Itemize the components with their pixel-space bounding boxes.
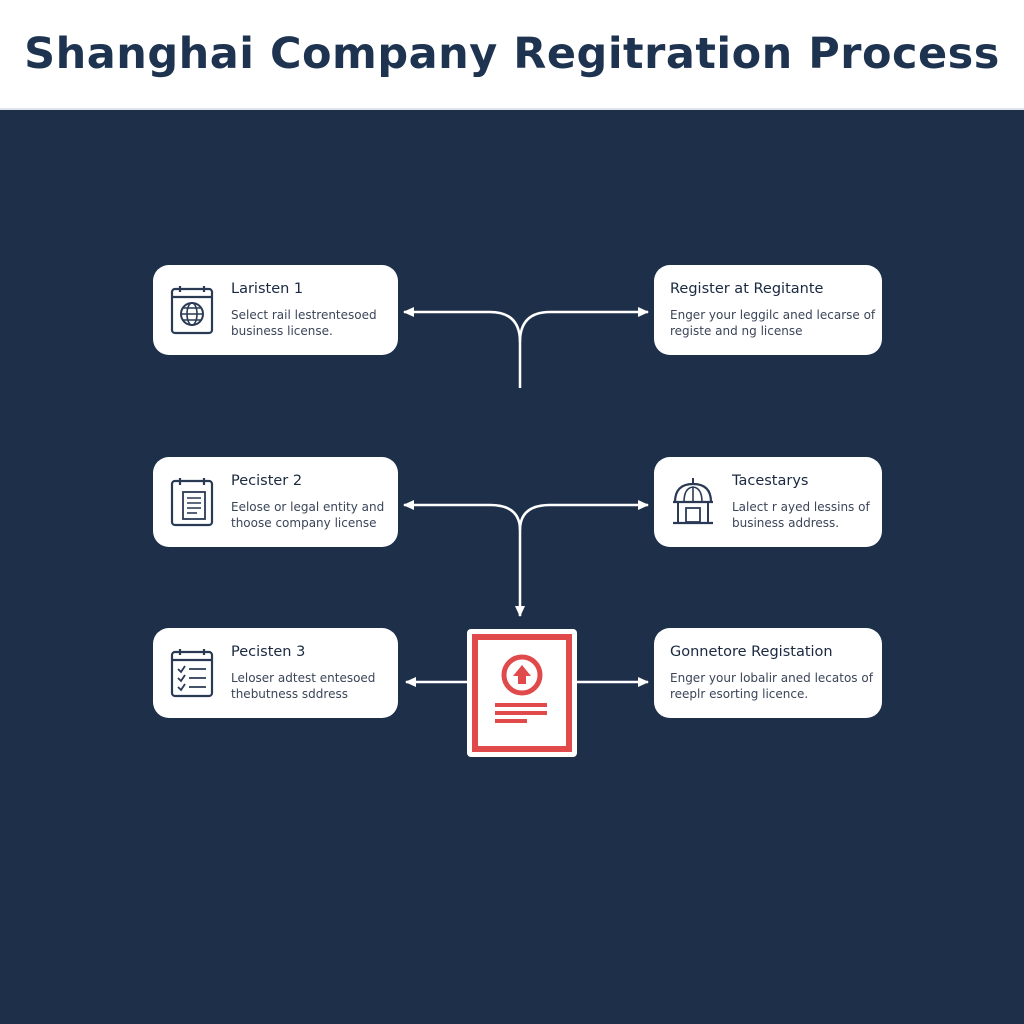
globe-document-icon [170,286,214,335]
step-description-line: business address. [732,516,840,530]
step-description-line: Select rail lestrentesoed [231,308,377,322]
upload-document-icon [472,634,572,752]
step-title: Register at Regitante [670,281,824,297]
step-title: Pecisten 3 [231,644,306,660]
document-form-icon [170,478,214,527]
step-description-line: registe and ng license [670,324,803,338]
connector-row1-left [403,307,522,388]
connector-row1-right [518,307,649,343]
government-building-icon [673,478,713,525]
step-card-5[interactable]: Pecisten 3 Leloser adtest entesoed thebu… [153,628,398,718]
step-description-line: thebutness sddress [231,687,348,701]
step-description-line: Leloser adtest entesoed [231,671,376,685]
checklist-icon [170,649,214,698]
step-title: Gonnetore Registation [670,644,833,660]
center-document-card[interactable] [467,629,577,757]
connector-row2-left [403,500,522,531]
step-description-line: Enger your lobalir aned lecatos of [670,671,873,685]
step-description-line: Eelose or legal entity and [231,500,385,514]
step-title: Pecister 2 [231,473,303,489]
step-card-3[interactable]: Pecister 2 Eelose or legal entity and th… [153,457,398,547]
step-card-4[interactable]: Tacestarys Lalect r ayed lessins of busi… [654,457,882,547]
connector-row2-right [518,500,649,531]
step-title: Laristen 1 [231,281,304,297]
step-description-line: Lalect r ayed lessins of [732,500,870,514]
process-diagram: Laristen 1 Select rail lestrentesoed bus… [0,110,1024,1024]
step-title: Tacestarys [732,473,809,489]
step-description-line: business license. [231,324,333,338]
step-card-6[interactable]: Gonnetore Registation Enger your lobalir… [654,628,882,718]
page-title: Shanghai Company Regitration Process [24,29,1000,79]
step-description-line: Enger your leggilc aned lecarse of [670,308,876,322]
connector-lines [403,307,649,687]
step-card-1[interactable]: Laristen 1 Select rail lestrentesoed bus… [153,265,398,355]
step-description-line: reeplr esorting licence. [670,687,809,701]
step-description-line: thoose company license [231,516,377,530]
step-card-2[interactable]: Register at Regitante Enger your leggilc… [654,265,882,355]
header-bar: Shanghai Company Regitration Process [0,0,1024,110]
